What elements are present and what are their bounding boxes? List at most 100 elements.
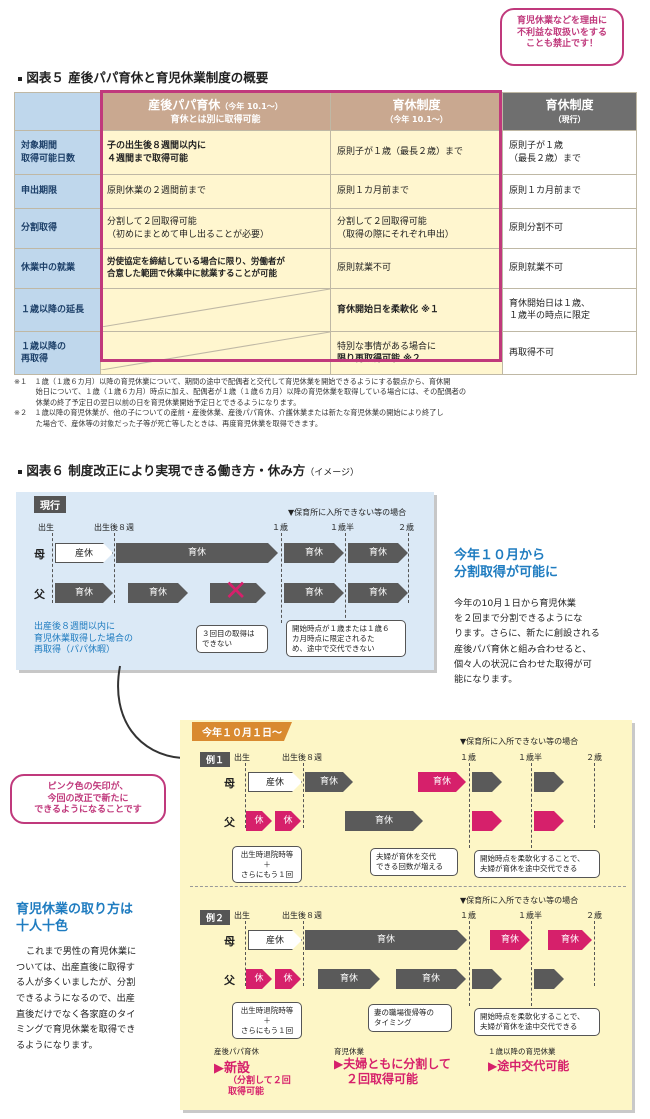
note-couple: 夫婦が育休を交代できる回数が増える [370,848,458,876]
note-discharge: 出生時退院時等＋さらにもう１回 [232,846,302,884]
ikukyu-arrow: 育休 [128,583,188,603]
ikukyu-arrow: 育休 [55,583,113,603]
col1-sub: 育休とは別に取得可能 [170,114,261,125]
rh-line: 申出期限 [21,186,58,197]
example-divider [190,886,626,887]
cell: 原則就業不可 [502,248,637,289]
left-title-line: 十人十色 [16,918,69,934]
note-third: ３回目の取得はできない [196,625,268,653]
ikukyu-pink-short-arrow [534,811,564,831]
rh-line: 対象期間 [21,141,58,152]
birth-label: 出生 [38,523,54,532]
divider [594,921,595,986]
papa-note-line: 育児休業取得した場合の [34,633,134,644]
note-line: 休業の終了予定日の翌日以前の日を育児休業開始予定日とできるようになります。 [14,397,301,407]
left-text-line: できるようになるので、出産 [16,992,135,1004]
cell-line: 労使協定を締結している場合に限り、労働者が [107,257,285,268]
left-title: 育児休業の取り方は十人十色 [16,902,133,936]
cell: 原則就業不可 [330,248,503,289]
note-line: 出生時退院時等 [240,850,294,859]
kyu-pink-arrow: 休 [275,969,301,989]
cross-icon: ✕ [224,574,248,607]
ikukyu-short-arrow [472,969,502,989]
example2-tag: 例２ [200,910,231,925]
rh-line: 取得可能日数 [21,153,76,164]
divider [303,763,304,828]
note-line: た場合で、産休等の対象だった子等が死亡等したときは、再度育児休業を取得できます。 [14,418,323,428]
birth-label: 出生 [234,911,250,920]
rh-line: 休業中の就業 [21,263,76,274]
cell-line: 原則子が１歳（最長２歳）まで [337,147,464,158]
kyu-pink-arrow: 休 [275,811,301,831]
y1-label: １歳 [460,753,476,762]
nursery-label-3: ▼保育所に入所できない等の場合 [460,896,579,905]
note-line: 始日について、１歳（１歳６カ月）時点に加え、配偶者が１歳（１歳６カ月）以降の育児… [14,387,467,397]
rh-line: １歳以降の [21,342,67,353]
current-tag: 現行 [34,496,66,513]
side-text: 今年の10月１日から育児休業 を２回まで分割できるようにな ります。さらに、新た… [454,596,640,687]
row-header: 休業中の就業 [14,248,101,289]
title-square-icon [18,469,22,474]
col1-title: 産後パパ育休 [148,98,221,113]
cell: 再取得不可 [502,331,637,376]
father-label: 父 [224,816,235,829]
ikukyu-arrow: 育休 [305,930,467,950]
col2-note: （今年 10.1～） [385,114,448,124]
cell-line: （最長２歳）まで [509,153,582,164]
side-text-line: を２回まで分割できるようにな [454,613,583,625]
sankyu-arrow: 産休 [248,930,302,950]
ikukyu-pink-arrow: 育休 [418,772,466,792]
cell: 原則１カ月前まで [330,174,503,209]
corner-cell [14,92,101,131]
bubble-line: 育児休業などを理由に [516,16,607,26]
divider [281,533,282,623]
row-header: 申出期限 [14,174,101,209]
mother-label: 母 [224,777,235,790]
side-text-line: ります。さらに、新たに創設される [454,628,600,640]
note-line: 夫婦が育休を途中交代できる [480,863,578,873]
cell-line: 原則分割不可 [509,223,564,234]
summary-small: １歳以降の育児休業 [488,1047,556,1056]
fig6-title: 図表６ 制度改正により実現できる働き方・休み方（イメージ） [18,460,359,479]
left-text-line: これまで男性の育児休業に [26,946,137,957]
note-line: ３回目の取得は [202,629,255,638]
y2-label: ２歳 [398,523,414,532]
row-header: 分割取得 [14,208,101,249]
left-text-line: ミングで育児休業を取得でき [16,1024,136,1036]
cell-line: （取得の際にそれぞれ申出） [337,229,454,240]
fig6-title-note: （イメージ） [305,468,360,478]
ikukyu-short-arrow [534,969,564,989]
fig5-bubble: 育児休業などを理由に 不利益な取扱いをする ことも禁止です！ [500,8,624,66]
father-label: 父 [224,974,235,987]
bubble-line: 不利益な取扱いをする [516,27,607,38]
summary-small: 育児休業 [334,1047,364,1056]
note-line: 夫婦が育休を途中交代できる [480,1021,578,1031]
cell-line: 原則１カ月前まで [337,186,410,197]
example1-tag: 例１ [200,752,231,767]
kyu-pink-arrow: 休 [246,969,272,989]
note-line: カ月時点に限定されるた [292,633,375,643]
cell: 原則子が１歳（最長２歳）まで [330,130,503,175]
nursery-text: 保育所に入所できない等の場合 [466,896,579,905]
divider [408,533,409,603]
papa-note: 出産後８週間以内に 育児休業取得した場合の 再取得（パパ休暇） [34,622,133,657]
note-line: ＋ [263,1015,271,1025]
summary-big: ▶途中交代可能 [488,1059,570,1073]
fig5-table: 産後パパ育休（今年 10.1～）育休とは別に取得可能 育休制度（今年 10.1～… [14,92,637,376]
note-line: め、途中で交代できない [292,643,375,653]
cell-line: 分割して２回取得可能 [337,217,427,228]
side-title-line: 今年１０月から [454,548,546,563]
ikukyu-pink-arrow: 育休 [490,930,530,950]
divider [469,921,470,1006]
new-tag: 今年１０月１日～ [192,722,292,741]
divider [594,763,595,828]
table-row: 分割取得 分割して２回取得可能（初めにまとめて申し出ることが必要） 分割して２回… [14,208,637,249]
side-text-line: 今年の10月１日から育児休業 [454,598,576,609]
w8-label: 出生後８週 [94,523,134,532]
left-title-line: 育児休業の取り方は [16,902,134,917]
y15-label: １歳半 [518,911,542,920]
ikukyu-arrow: 育休 [284,583,344,603]
y15-label: １歳半 [330,523,354,532]
